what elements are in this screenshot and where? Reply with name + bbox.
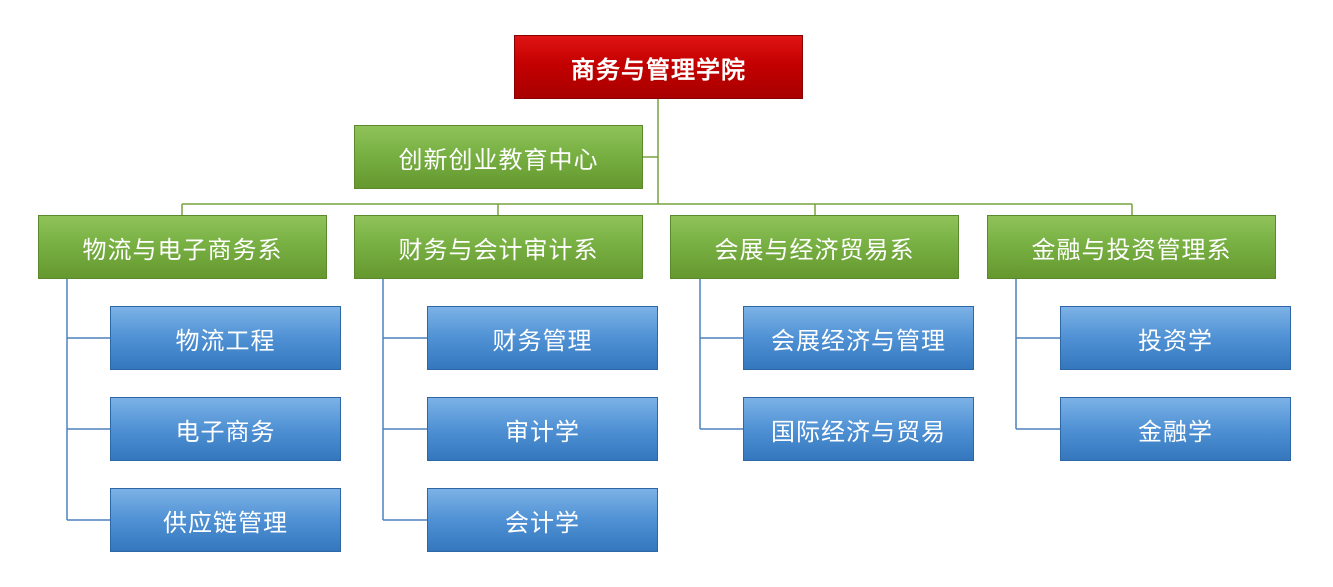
major-node: 金融学 bbox=[1060, 397, 1291, 461]
major-node: 会计学 bbox=[427, 488, 658, 552]
major-node: 审计学 bbox=[427, 397, 658, 461]
major-node: 电子商务 bbox=[110, 397, 341, 461]
college-node: 商务与管理学院 bbox=[514, 35, 803, 99]
department-node: 财务与会计审计系 bbox=[354, 215, 643, 279]
department-node: 会展与经济贸易系 bbox=[670, 215, 959, 279]
major-node: 供应链管理 bbox=[110, 488, 341, 552]
major-node: 财务管理 bbox=[427, 306, 658, 370]
innovation-center-node: 创新创业教育中心 bbox=[354, 125, 643, 189]
major-node: 物流工程 bbox=[110, 306, 341, 370]
major-node: 国际经济与贸易 bbox=[743, 397, 974, 461]
major-node: 会展经济与管理 bbox=[743, 306, 974, 370]
major-node: 投资学 bbox=[1060, 306, 1291, 370]
department-node: 金融与投资管理系 bbox=[987, 215, 1276, 279]
department-node: 物流与电子商务系 bbox=[38, 215, 327, 279]
